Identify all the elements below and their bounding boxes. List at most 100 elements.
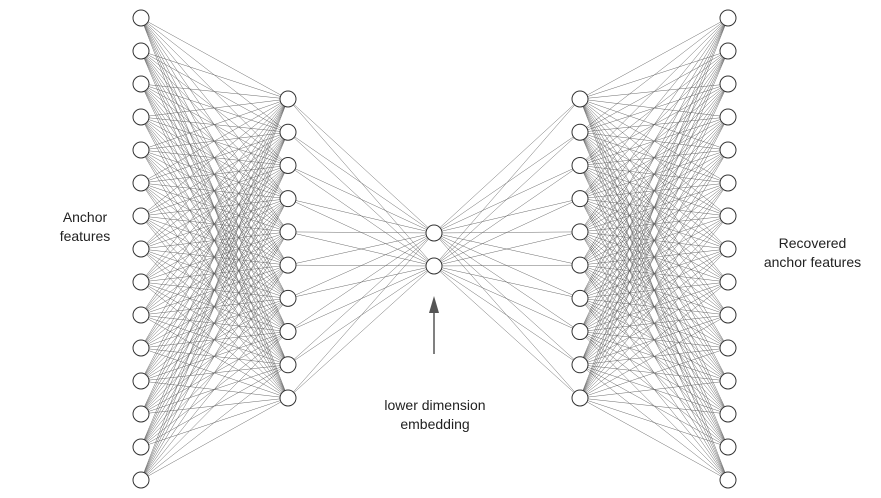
- encoder-hidden-layer-node: [279, 356, 297, 374]
- output-label-line2: anchor features: [763, 254, 862, 270]
- decoder-hidden-layer-node: [571, 90, 589, 108]
- connection-line: [140, 83, 289, 100]
- encoder-hidden-layer-node: [279, 289, 297, 307]
- decoder-hidden-layer-node: [571, 223, 589, 241]
- output-layer-node: [719, 372, 737, 390]
- input-layer-node: [132, 273, 150, 291]
- connection-line: [140, 98, 289, 382]
- input-layer-node: [132, 372, 150, 390]
- connection-line: [140, 50, 289, 100]
- output-layer-node: [719, 273, 737, 291]
- connection-line: [433, 231, 581, 267]
- input-layer-node: [132, 438, 150, 456]
- connection-line: [433, 198, 581, 267]
- decoder-hidden-layer-node: [571, 156, 589, 174]
- connection-line: [579, 50, 729, 399]
- connection-line: [579, 347, 729, 399]
- neurons: [132, 9, 737, 489]
- input-layer-node: [132, 174, 150, 192]
- connection-line: [140, 231, 289, 481]
- embedding-label-line2: embedding: [400, 416, 470, 432]
- output-layer-node: [719, 471, 737, 489]
- decoder-hidden-layer-node: [571, 123, 589, 141]
- connection-line: [433, 265, 581, 299]
- connection-line: [140, 98, 289, 184]
- connection-line: [579, 17, 729, 399]
- connection-line: [433, 265, 581, 399]
- encoder-hidden-layer-node: [279, 156, 297, 174]
- connection-line: [433, 132, 581, 267]
- connection-line: [579, 116, 729, 399]
- input-layer-node: [132, 42, 150, 60]
- output-label: Recovered anchor features: [745, 234, 880, 272]
- input-layer-node: [132, 9, 150, 27]
- connection-line: [287, 198, 435, 234]
- output-layer-node: [719, 405, 737, 423]
- input-layer-node: [132, 240, 150, 258]
- output-label-line1: Recovered: [778, 235, 847, 251]
- connection-line: [579, 215, 729, 399]
- decoder-hidden-layer-node: [571, 190, 589, 208]
- connection-line: [287, 132, 435, 234]
- embedding-layer-node: [425, 224, 443, 242]
- input-layer-node: [132, 306, 150, 324]
- connection-line: [140, 364, 289, 481]
- connection-line: [140, 298, 289, 481]
- connections: [140, 17, 729, 481]
- input-label: Anchor features: [40, 208, 130, 246]
- encoder-hidden-layer-node: [279, 123, 297, 141]
- connection-line: [287, 232, 435, 399]
- output-layer-node: [719, 339, 737, 357]
- input-layer-node: [132, 75, 150, 93]
- connection-line: [579, 17, 729, 233]
- encoder-hidden-layer-node: [279, 323, 297, 341]
- encoder-hidden-layer-node: [279, 223, 297, 241]
- output-layer-node: [719, 141, 737, 159]
- connection-line: [579, 397, 729, 415]
- output-layer-node: [719, 306, 737, 324]
- encoder-hidden-layer-node: [279, 90, 297, 108]
- connection-line: [140, 98, 289, 217]
- encoder-hidden-layer-node: [279, 256, 297, 274]
- connection-line: [287, 265, 435, 399]
- output-layer-node: [719, 240, 737, 258]
- connection-line: [140, 98, 289, 250]
- decoder-hidden-layer-node: [571, 356, 589, 374]
- connection-line: [287, 232, 435, 332]
- decoder-hidden-layer-node: [571, 323, 589, 341]
- connection-line: [287, 232, 435, 299]
- connection-line: [140, 98, 289, 316]
- connection-line: [579, 17, 729, 365]
- embedding-label: lower dimension embedding: [350, 396, 520, 434]
- connection-line: [579, 314, 729, 399]
- connection-line: [433, 265, 581, 332]
- output-layer-node: [719, 207, 737, 225]
- embedding-arrow: [429, 296, 439, 354]
- connection-line: [140, 98, 289, 448]
- input-layer-node: [132, 405, 150, 423]
- connection-line: [579, 397, 729, 448]
- connection-line: [579, 17, 729, 100]
- connection-line: [579, 380, 729, 399]
- connection-line: [140, 98, 289, 415]
- input-layer-node: [132, 339, 150, 357]
- connection-line: [287, 232, 435, 266]
- connection-line: [140, 165, 289, 481]
- embedding-layer-node: [425, 257, 443, 275]
- input-label-line2: features: [59, 228, 111, 244]
- connection-line: [140, 98, 289, 118]
- connection-line: [433, 98, 581, 234]
- connection-line: [140, 132, 289, 481]
- decoder-hidden-layer-node: [571, 389, 589, 407]
- input-label-line1: Anchor: [62, 209, 108, 225]
- connection-line: [433, 265, 581, 365]
- connection-line: [433, 98, 581, 267]
- encoder-hidden-layer-node: [279, 190, 297, 208]
- output-layer-node: [719, 438, 737, 456]
- connection-line: [140, 98, 289, 151]
- connection-line: [579, 17, 729, 266]
- connection-line: [140, 98, 289, 283]
- connection-line: [579, 248, 729, 399]
- input-layer-node: [132, 141, 150, 159]
